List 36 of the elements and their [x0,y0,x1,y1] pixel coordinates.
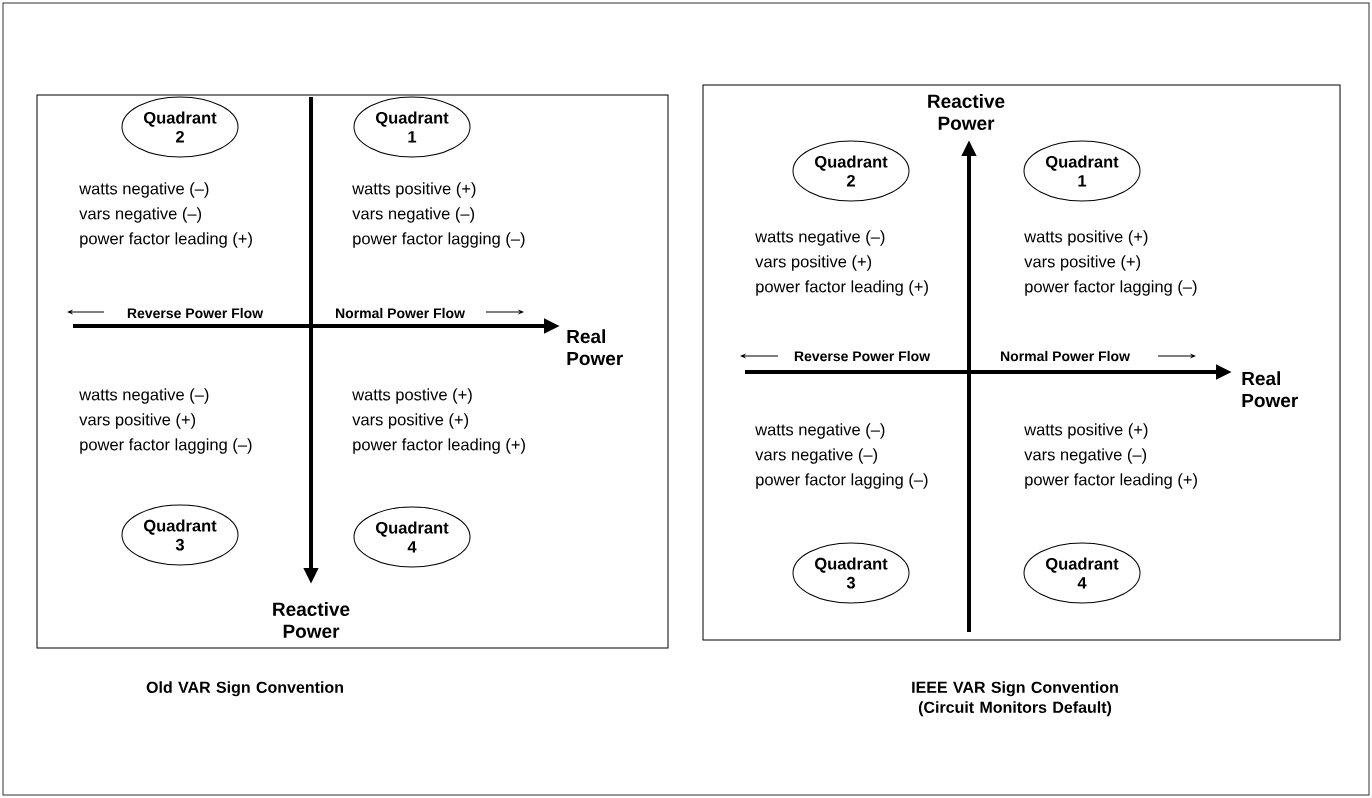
sign-note: vars positive (+) [79,413,196,429]
flow-label: Normal Power Flow [999,349,1131,363]
sign-note: vars negative (–) [755,448,878,464]
sign-note: vars negative (–) [79,207,202,223]
sign-note: watts negative (–) [79,388,209,404]
sign-note: power factor leading (+) [80,232,252,248]
axis-label: Reactive Power [928,94,1005,130]
sign-note: watts positive (+) [1024,230,1148,246]
sign-note: watts negative (–) [755,230,885,246]
sign-note: power factor lagging (–) [756,473,928,489]
sign-note: watts positive (+) [352,182,476,198]
sign-note: vars positive (+) [755,255,872,271]
sign-note: watts negative (–) [79,182,209,198]
flow-label: Normal Power Flow [334,306,466,320]
sign-note: power factor lagging (–) [353,232,525,248]
axis-label: Real Power [567,329,623,366]
diagram-caption: Old VAR Sign Convention [146,681,343,697]
sign-note: vars negative (–) [352,207,475,223]
sign-note: watts negative (–) [755,423,885,439]
sign-note: power factor lagging (–) [1025,280,1197,296]
axis-label: Real Power [1242,371,1298,408]
panel-frame [702,84,1341,641]
flow-label: Reverse Power Flow [125,306,265,320]
sign-note: vars positive (+) [352,413,469,429]
sign-note: vars positive (+) [1024,255,1141,271]
panel-frame [36,94,669,649]
sign-note: power factor leading (+) [756,280,928,296]
sign-note: vars negative (–) [1024,448,1147,464]
diagram-caption: IEEE VAR Sign Convention (Circuit Monitors Default) [912,681,1118,717]
flow-label: Reverse Power Flow [792,349,932,363]
sign-note: power factor leading (+) [1025,473,1197,489]
sign-note: watts positive (+) [1024,423,1148,439]
sign-note: power factor leading (+) [353,438,525,454]
sign-note: power factor lagging (–) [80,438,252,454]
axis-label: Reactive Power [273,602,350,638]
sign-note: watts postive (+) [352,388,472,404]
